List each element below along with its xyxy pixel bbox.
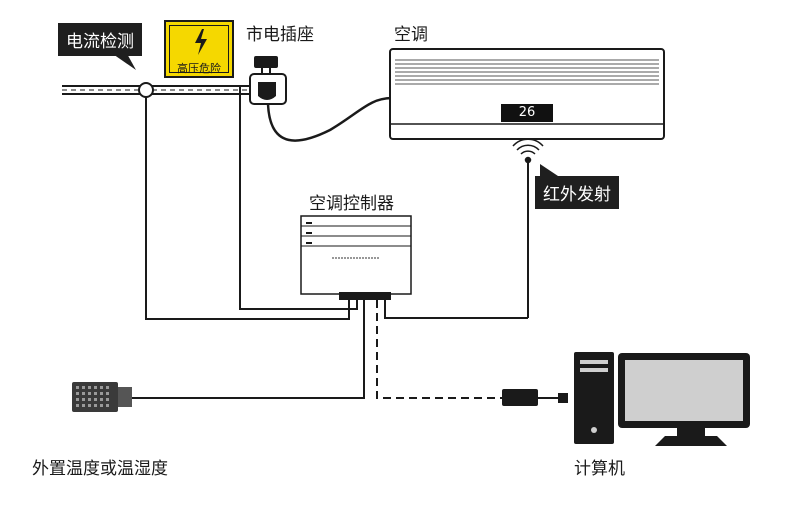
- controller-wires: [130, 85, 528, 399]
- air-conditioner-label: 空调: [394, 25, 428, 45]
- external-sensor-probe: [72, 382, 132, 412]
- plug-icon: [258, 82, 276, 100]
- high-voltage-warning-sign: 高压危险: [164, 20, 234, 78]
- high-voltage-text: 高压危险: [177, 62, 221, 75]
- mains-socket: [249, 56, 287, 105]
- usb-dashed-cable: [376, 300, 502, 399]
- ac-display: [501, 104, 553, 122]
- mains-power-line: [62, 85, 256, 95]
- computer-icon: [574, 352, 750, 446]
- computer-label: 计算机: [574, 459, 625, 479]
- ac-controller-label: 空调控制器: [309, 194, 394, 214]
- infrared-emit-callout: 红外发射: [535, 176, 619, 209]
- lightning-icon: [195, 29, 207, 55]
- mains-socket-label: 市电插座: [246, 25, 314, 45]
- current-detection-callout: 电流检测: [58, 23, 142, 56]
- usb-adapter-icon: [502, 389, 568, 406]
- current-sensor-ring: [138, 82, 154, 98]
- infrared-signal-icon: [512, 138, 544, 164]
- ac-power-cable: [266, 96, 393, 142]
- ac-controller-box: [300, 215, 412, 300]
- ac-display-value: 26: [518, 105, 536, 120]
- air-conditioner-unit: [389, 48, 665, 140]
- external-sensor-label: 外置温度或温湿度: [32, 459, 168, 479]
- callout-pointer-ir: [540, 164, 558, 176]
- callout-pointer-current: [110, 52, 136, 70]
